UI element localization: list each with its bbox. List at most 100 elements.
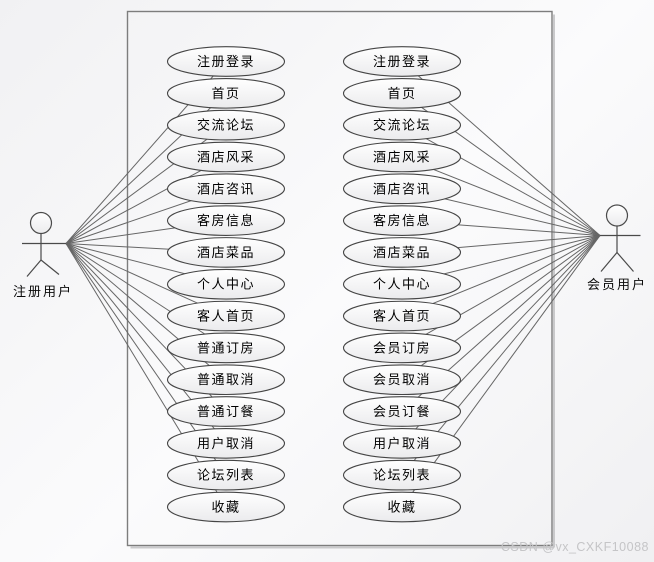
use-case-ellipse bbox=[166, 141, 286, 173]
use-case-label: 普通取消 bbox=[197, 372, 255, 387]
use-case-left-6: 酒店菜品 bbox=[166, 237, 286, 268]
use-case-ellipse bbox=[166, 459, 286, 491]
actor-member-user bbox=[600, 204, 641, 272]
association-line-right-8 bbox=[401, 235, 601, 317]
actor-label-member-user: 会员用户 bbox=[586, 277, 648, 292]
use-case-ellipse bbox=[166, 491, 286, 523]
use-case-label: 收藏 bbox=[387, 499, 416, 514]
use-case-left-7: 个人中心 bbox=[166, 268, 286, 300]
use-case-ellipse bbox=[166, 300, 286, 332]
use-case-right-3: 酒店风采 bbox=[342, 141, 462, 173]
use-case-left-11: 普通订餐 bbox=[166, 396, 286, 427]
use-case-label: 客房信息 bbox=[373, 213, 431, 228]
use-case-left-3: 酒店风采 bbox=[166, 141, 286, 173]
use-case-left-5: 客房信息 bbox=[166, 205, 286, 236]
association-line-left-3 bbox=[65, 156, 227, 244]
use-case-ellipse bbox=[166, 109, 286, 141]
use-case-label: 酒店风采 bbox=[197, 149, 255, 164]
use-case-right-14: 收藏 bbox=[342, 491, 462, 523]
use-case-label: 首页 bbox=[211, 86, 240, 101]
association-line-right-9 bbox=[401, 235, 601, 349]
use-case-right-11: 会员订餐 bbox=[342, 396, 462, 427]
use-case-label: 用户取消 bbox=[373, 436, 431, 451]
actor-registered-user-head bbox=[29, 211, 53, 235]
actor-member-user-left-leg bbox=[600, 252, 618, 272]
use-case-ellipse bbox=[166, 173, 286, 205]
actor-label-registered-user: 注册用户 bbox=[12, 284, 74, 299]
use-case-label: 论坛列表 bbox=[373, 468, 431, 483]
use-case-label: 客房信息 bbox=[197, 213, 255, 228]
use-case-label: 交流论坛 bbox=[373, 118, 431, 133]
association-line-left-9 bbox=[65, 243, 227, 349]
use-case-label: 会员订餐 bbox=[373, 404, 431, 419]
use-case-ellipse bbox=[342, 237, 462, 268]
use-case-label: 首页 bbox=[387, 86, 416, 101]
use-case-ellipse bbox=[342, 46, 462, 77]
use-case-label: 酒店风采 bbox=[373, 149, 431, 164]
use-case-label: 普通订餐 bbox=[197, 404, 255, 419]
use-case-ellipse bbox=[342, 109, 462, 141]
use-case-right-6: 酒店菜品 bbox=[342, 237, 462, 268]
use-case-ellipse bbox=[166, 77, 286, 109]
association-line-right-14 bbox=[401, 235, 601, 508]
use-case-ellipse bbox=[342, 300, 462, 332]
use-case-label: 会员取消 bbox=[373, 372, 431, 387]
actor-member-user-right-leg bbox=[616, 252, 634, 272]
use-case-left-9: 普通订房 bbox=[166, 332, 286, 364]
use-case-right-9: 会员订房 bbox=[342, 332, 462, 364]
use-case-ellipse bbox=[342, 77, 462, 109]
association-line-right-2 bbox=[401, 124, 601, 236]
use-case-left-4: 酒店咨讯 bbox=[166, 173, 286, 205]
use-case-left-1: 首页 bbox=[166, 77, 286, 109]
use-case-left-2: 交流论坛 bbox=[166, 109, 286, 141]
use-case-label: 酒店菜品 bbox=[197, 245, 255, 260]
actor-registered-user-left-leg bbox=[26, 259, 42, 277]
use-case-label: 酒店咨讯 bbox=[373, 181, 431, 196]
use-case-label: 酒店菜品 bbox=[373, 245, 431, 260]
use-case-ellipse bbox=[342, 396, 462, 427]
watermark: CSDN @vx_CXKF10088 bbox=[500, 540, 649, 554]
use-case-right-0: 注册登录 bbox=[342, 46, 462, 77]
use-case-ellipse bbox=[342, 141, 462, 173]
use-case-label: 收藏 bbox=[211, 499, 240, 514]
use-case-right-5: 客房信息 bbox=[342, 205, 462, 236]
use-case-right-2: 交流论坛 bbox=[342, 109, 462, 141]
use-case-left-13: 论坛列表 bbox=[166, 459, 286, 491]
use-case-label: 用户取消 bbox=[197, 436, 255, 451]
use-case-ellipse bbox=[166, 46, 286, 77]
use-case-ellipse bbox=[342, 205, 462, 236]
use-case-left-12: 用户取消 bbox=[166, 427, 286, 459]
use-case-label: 会员订房 bbox=[373, 340, 431, 355]
use-case-ellipse bbox=[166, 205, 286, 236]
use-case-ellipse bbox=[342, 268, 462, 300]
use-case-ellipse bbox=[166, 237, 286, 268]
use-case-label: 酒店咨讯 bbox=[197, 181, 255, 196]
use-case-right-7: 个人中心 bbox=[342, 268, 462, 300]
use-case-label: 个人中心 bbox=[373, 277, 431, 292]
use-case-ellipse bbox=[342, 427, 462, 459]
use-case-ellipse bbox=[342, 364, 462, 396]
association-line-right-3 bbox=[401, 156, 601, 236]
use-case-label: 注册登录 bbox=[197, 54, 255, 69]
use-case-right-4: 酒店咨讯 bbox=[342, 173, 462, 205]
use-case-ellipse bbox=[342, 491, 462, 523]
use-case-label: 客人首页 bbox=[197, 309, 255, 324]
use-case-ellipse bbox=[166, 396, 286, 427]
actor-member-user-head bbox=[605, 204, 629, 227]
use-case-label: 普通订房 bbox=[197, 340, 255, 355]
use-case-right-1: 首页 bbox=[342, 77, 462, 109]
use-case-ellipse bbox=[166, 332, 286, 364]
use-case-right-10: 会员取消 bbox=[342, 364, 462, 396]
use-case-ellipse bbox=[342, 459, 462, 491]
actor-registered-user bbox=[22, 211, 66, 277]
use-case-ellipse bbox=[342, 332, 462, 364]
actor-registered-user-right-leg bbox=[40, 259, 60, 275]
use-case-ellipse bbox=[166, 268, 286, 300]
use-case-ellipse bbox=[166, 427, 286, 459]
use-case-label: 论坛列表 bbox=[197, 468, 255, 483]
use-case-right-12: 用户取消 bbox=[342, 427, 462, 459]
use-case-ellipse bbox=[166, 364, 286, 396]
use-case-ellipse bbox=[342, 173, 462, 205]
